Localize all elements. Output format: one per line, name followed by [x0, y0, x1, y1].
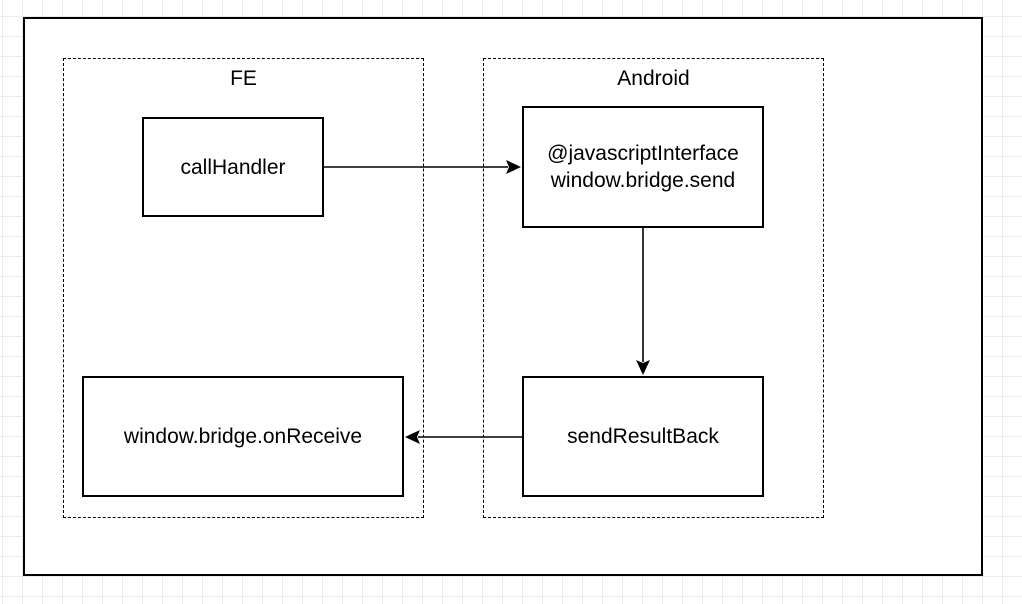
group-android-title: Android: [617, 67, 690, 90]
node-send-result-back[interactable]: sendResultBack: [522, 376, 764, 497]
node-on-receive[interactable]: window.bridge.onReceive: [82, 376, 404, 497]
node-javascript-interface-line1: @javascriptInterface: [547, 142, 739, 165]
node-on-receive-label: window.bridge.onReceive: [123, 425, 363, 448]
node-javascript-interface-line2: window.bridge.send: [550, 169, 736, 192]
node-call-handler[interactable]: callHandler: [142, 117, 324, 217]
node-javascript-interface[interactable]: @javascriptInterface window.bridge.send: [522, 106, 764, 228]
group-fe-title: FE: [230, 67, 257, 90]
node-call-handler-label: callHandler: [180, 155, 286, 179]
group-android[interactable]: Android: [483, 58, 824, 518]
node-send-result-back-label: sendResultBack: [567, 425, 719, 448]
group-fe[interactable]: FE: [63, 58, 424, 518]
